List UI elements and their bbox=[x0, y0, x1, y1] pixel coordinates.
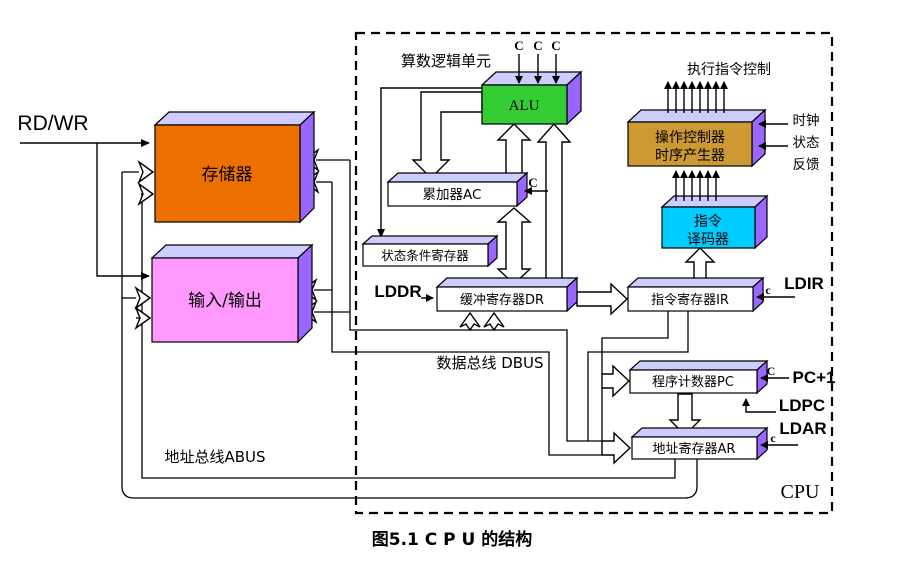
cpu-label: CPU bbox=[781, 481, 820, 503]
program-counter-label: 程序计数器PC bbox=[652, 375, 734, 390]
status-register-box: 状态条件寄存器 bbox=[361, 234, 499, 268]
io-box-side bbox=[297, 243, 313, 344]
ir-output-channel bbox=[587, 311, 689, 442]
alu-c1-label: C bbox=[514, 38, 523, 53]
alu-box-top bbox=[480, 71, 583, 86]
alu-label: ALU bbox=[509, 98, 540, 114]
ir-box-face bbox=[627, 286, 754, 312]
abus-to-io-arrow-2 bbox=[134, 306, 152, 330]
data-bus-channel bbox=[331, 160, 602, 456]
memory-box-face bbox=[154, 124, 301, 223]
ac-dr-bidirectional-arrow bbox=[496, 207, 532, 285]
exec-control-label: 执行指令控制 bbox=[687, 62, 771, 78]
pc-c-label: C bbox=[767, 364, 776, 378]
io-box-top bbox=[150, 244, 314, 259]
ir-to-decoder-arrow bbox=[684, 247, 716, 281]
rdwr-label: RD/WR bbox=[17, 112, 88, 135]
status-box-face bbox=[362, 243, 489, 267]
abus-to-memory-arrow-2 bbox=[137, 182, 155, 206]
controller-box: 操作控制器 时序产生器 bbox=[626, 108, 767, 168]
decoder-box-face bbox=[661, 206, 756, 249]
decoder-box-top bbox=[660, 195, 769, 208]
alu-c2-label: C bbox=[533, 38, 542, 53]
abus-to-memory-arrow-1 bbox=[137, 160, 155, 184]
address-register-box: 地址寄存器AR c LDAR bbox=[630, 419, 827, 461]
address-bus-label: 地址总线ABUS bbox=[164, 448, 265, 466]
pc-box-top bbox=[628, 360, 769, 371]
decoder-label-line1: 指令 bbox=[694, 214, 722, 230]
dr-to-ir-arrow bbox=[576, 282, 629, 316]
io-box-face bbox=[151, 257, 299, 343]
bus-to-pc-arrow bbox=[601, 364, 631, 398]
ar-c-label: c bbox=[770, 431, 776, 445]
ac-box-face bbox=[387, 181, 518, 207]
memory-label: 存储器 bbox=[202, 165, 253, 185]
address-bus-channel bbox=[121, 172, 698, 499]
pc-plus1-label: PC+1 bbox=[793, 368, 836, 387]
dr-box-top bbox=[435, 277, 579, 288]
alu-unit-label: 算数逻辑单元 bbox=[401, 52, 491, 70]
lddr-label: LDDR bbox=[374, 282, 421, 301]
figure-caption: 图5.1 C P U 的结构 bbox=[372, 529, 533, 550]
controller-output-arrows bbox=[664, 81, 728, 113]
controller-inputs: 时钟 状态 反馈 bbox=[758, 112, 820, 173]
io-box: 输入/输出 bbox=[150, 243, 314, 344]
clock-label: 时钟 bbox=[793, 112, 820, 129]
ar-box-face bbox=[631, 436, 758, 460]
memory-box-side bbox=[299, 110, 315, 224]
io-label: 输入/输出 bbox=[188, 291, 262, 311]
bus-to-dr-arrow-2 bbox=[483, 311, 505, 332]
controller-label-line1: 操作控制器 bbox=[655, 130, 725, 146]
accumulator-box: 累加器AC C bbox=[386, 171, 548, 208]
status-box-top bbox=[361, 235, 499, 245]
accumulator-label: 累加器AC bbox=[423, 187, 482, 203]
decoder-output-arrows bbox=[672, 170, 720, 201]
data-path-arrows bbox=[122, 91, 716, 465]
ac-to-alu-arrow bbox=[496, 123, 532, 177]
feedback-label: 反馈 bbox=[793, 157, 820, 173]
ldar-label: LDAR bbox=[779, 419, 826, 438]
ldpc-label: LDPC bbox=[779, 396, 825, 415]
controller-label-line2: 时序产生器 bbox=[655, 148, 725, 164]
ac-box-top bbox=[386, 172, 529, 183]
pc-box-face bbox=[629, 369, 758, 394]
controller-box-top bbox=[626, 109, 767, 123]
program-counter-box: 程序计数器PC C PC+1 LDPC bbox=[628, 359, 836, 415]
controller-box-face bbox=[627, 121, 753, 167]
memory-box-top bbox=[153, 111, 316, 126]
alu-c3-label: C bbox=[551, 38, 560, 53]
cpu-dashed-border bbox=[354, 31, 834, 515]
alu-box-face bbox=[481, 84, 568, 125]
bus-to-ar-arrow bbox=[601, 431, 632, 465]
buffer-register-label: 缓冲寄存器DR bbox=[460, 292, 544, 308]
alu-status-line bbox=[377, 87, 482, 238]
ar-box-top bbox=[630, 427, 769, 438]
ir-box-top bbox=[626, 277, 765, 288]
instruction-register-label: 指令寄存器IR bbox=[651, 292, 729, 308]
rdwr-lines bbox=[20, 139, 150, 280]
bus-to-dr-arrow-1 bbox=[459, 311, 481, 332]
alu-c-inputs: C C C bbox=[514, 38, 561, 84]
alu-box: ALU bbox=[480, 70, 583, 126]
memory-box: 存储器 bbox=[153, 110, 316, 224]
instruction-register-box: 指令寄存器IR c LDIR bbox=[626, 274, 824, 313]
decoder-box: 指令 译码器 bbox=[660, 194, 769, 250]
address-register-label: 地址寄存器AR bbox=[653, 441, 736, 457]
ac-c-label: C bbox=[528, 175, 537, 190]
status-register-label: 状态条件寄存器 bbox=[381, 248, 469, 263]
ir-c-label: c bbox=[765, 283, 771, 297]
dr-box-face bbox=[436, 286, 568, 312]
abus-to-io-arrow-1 bbox=[134, 286, 152, 310]
alu-to-ac-arrow bbox=[411, 91, 483, 179]
state-label: 状态 bbox=[793, 135, 820, 151]
decoder-label-line2: 译码器 bbox=[687, 232, 729, 248]
data-bus-label: 数据总线 DBUS bbox=[436, 354, 543, 372]
ldir-label: LDIR bbox=[784, 274, 824, 293]
dr-to-alu-arrow bbox=[536, 122, 572, 284]
buffer-register-box: 缓冲寄存器DR LDDR bbox=[374, 276, 579, 313]
